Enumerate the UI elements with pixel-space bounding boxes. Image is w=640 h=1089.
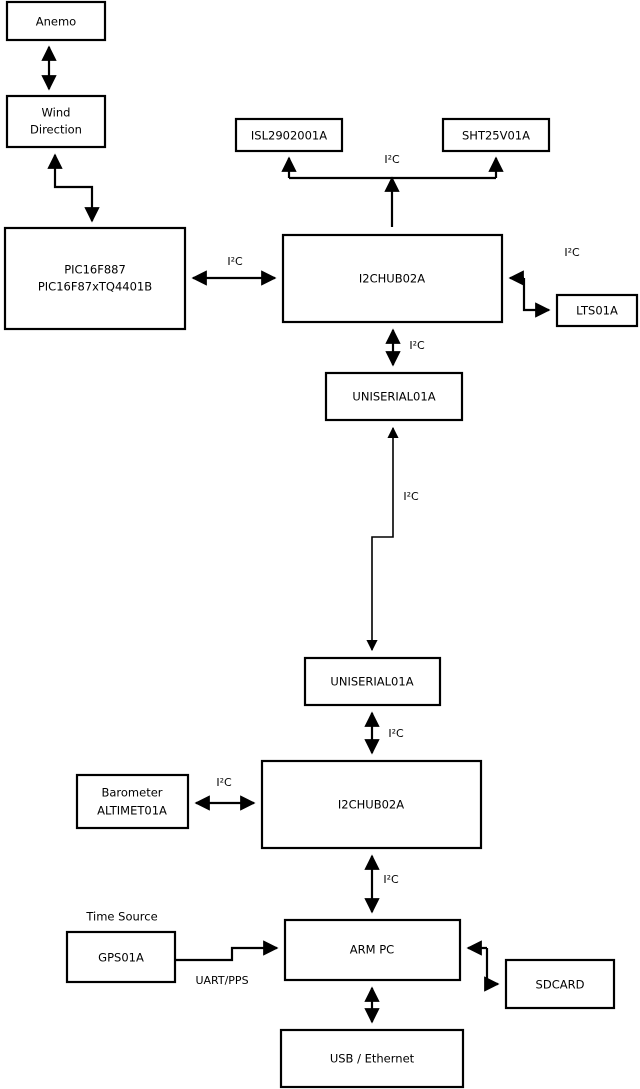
node-i2chub02a-bottom-label: I2CHUB02A: [338, 798, 404, 812]
node-usb-ethernet-label: USB / Ethernet: [330, 1052, 415, 1066]
edge-label-bus-isl-sht: I²C: [384, 153, 400, 166]
node-barometer-label-line2: ALTIMET01A: [97, 804, 167, 818]
node-barometer-label-line1: Barometer: [101, 786, 162, 800]
node-anemo-label: Anemo: [36, 15, 76, 29]
node-sht25v01a-label: SHT25V01A: [462, 129, 530, 143]
node-i2chub02a-top-label: I2CHUB02A: [359, 272, 425, 286]
node-uniserial01a-bottom-box[interactable]: [303, 656, 442, 707]
edge-label-hub-armpc: I²C: [383, 873, 399, 886]
edge-label-hub-uniserial: I²C: [409, 339, 425, 352]
node-barometer-altimet01a[interactable]: Barometer ALTIMET01A: [75, 773, 190, 830]
edge-armpc-to-sdcard: [484, 948, 500, 992]
node-arm-pc-box[interactable]: [283, 918, 462, 982]
node-i2chub02a-bottom[interactable]: I2CHUB02A: [260, 759, 483, 850]
node-wind-direction-box[interactable]: [5, 94, 107, 149]
node-uniserial01a-top-box[interactable]: [324, 371, 464, 422]
node-sht25v01a[interactable]: SHT25V01A: [441, 117, 551, 153]
edge-label-hub-lts: I²C: [564, 246, 580, 259]
node-isl2902001a-box[interactable]: [234, 117, 344, 153]
node-lts01a[interactable]: LTS01A: [555, 293, 639, 328]
node-usb-ethernet-box[interactable]: [279, 1028, 465, 1089]
node-uniserial01a-bottom-label: UNISERIAL01A: [330, 675, 413, 689]
edge-hub-to-lts: [522, 278, 551, 318]
node-i2chub02a-bottom-box[interactable]: [260, 759, 483, 850]
edge-label-pic-hub: I²C: [227, 255, 243, 268]
edge-gps-armpc: [175, 940, 279, 962]
node-uniserial01a-top[interactable]: UNISERIAL01A: [324, 371, 464, 422]
node-barometer-altimet01a-box[interactable]: [75, 773, 190, 830]
node-wind-direction[interactable]: Wind Direction: [5, 94, 107, 149]
node-pic16f887-label-line1: PIC16F887: [64, 263, 126, 277]
node-wind-direction-label-line2: Direction: [30, 123, 82, 137]
node-lts01a-box[interactable]: [555, 293, 639, 328]
node-uniserial01a-top-label: UNISERIAL01A: [352, 390, 435, 404]
label-time-source: Time Source: [85, 910, 157, 924]
node-gps01a-box[interactable]: [65, 930, 177, 984]
edge-uniserial-top-uniserial-bot: [366, 426, 399, 652]
node-i2chub02a-top[interactable]: I2CHUB02A: [281, 233, 504, 324]
node-wind-direction-label-line1: Wind: [42, 106, 71, 120]
node-lts01a-label: LTS01A: [576, 304, 618, 318]
edge-wind-pic: [47, 153, 100, 223]
edge-label-barometer-hub: I²C: [216, 776, 232, 789]
node-arm-pc[interactable]: ARM PC: [283, 918, 462, 982]
node-sdcard[interactable]: SDCARD: [504, 958, 616, 1010]
edge-label-gps-armpc: UART/PPS: [195, 974, 248, 987]
edge-label-uniserial-uniserial: I²C: [403, 490, 419, 503]
node-anemo-box[interactable]: [5, 0, 107, 42]
node-gps01a-label: GPS01A: [98, 951, 144, 965]
node-gps01a[interactable]: GPS01A: [65, 930, 177, 984]
node-uniserial01a-bottom[interactable]: UNISERIAL01A: [303, 656, 442, 707]
node-pic16f887-label-line2: PIC16F87xTQ4401B: [38, 280, 152, 294]
node-i2chub02a-top-box[interactable]: [281, 233, 504, 324]
node-arm-pc-label: ARM PC: [350, 943, 394, 957]
node-sdcard-box[interactable]: [504, 958, 616, 1010]
node-usb-ethernet[interactable]: USB / Ethernet: [279, 1028, 465, 1089]
node-anemo[interactable]: Anemo: [5, 0, 107, 42]
node-pic16f887[interactable]: PIC16F887 PIC16F87xTQ4401B: [3, 226, 187, 331]
node-sdcard-label: SDCARD: [536, 978, 585, 992]
node-pic16f887-box[interactable]: [3, 226, 187, 331]
node-isl2902001a-label: ISL2902001A: [251, 129, 327, 143]
edge-label-uniserial-hub-bot: I²C: [388, 727, 404, 740]
node-sht25v01a-box[interactable]: [441, 117, 551, 153]
node-isl2902001a[interactable]: ISL2902001A: [234, 117, 344, 153]
